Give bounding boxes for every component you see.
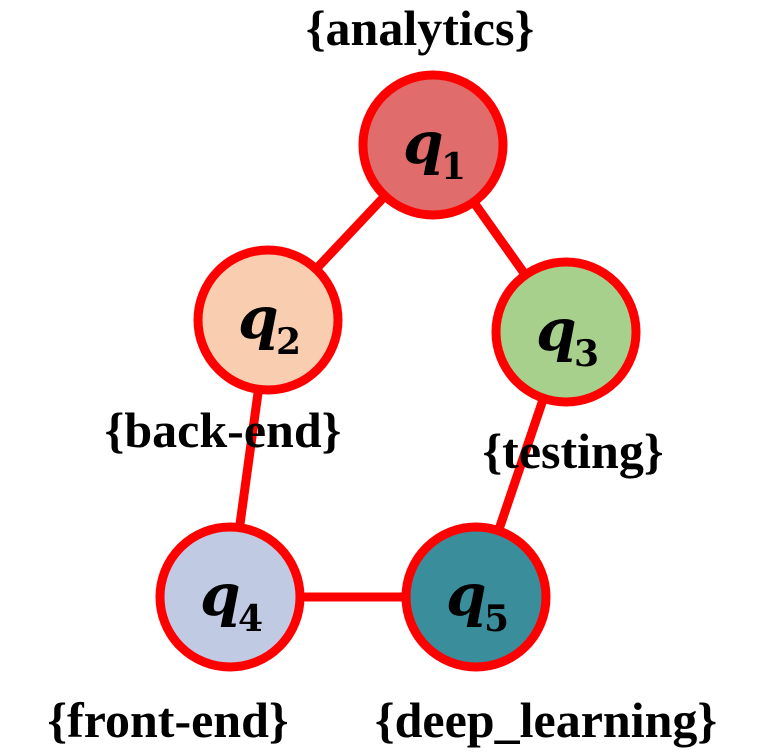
edge-q3-q5 xyxy=(494,393,548,536)
node-q2: q2 xyxy=(193,245,343,395)
node-circle-q1 xyxy=(358,70,508,220)
node-subscript-q5: 5 xyxy=(484,598,509,640)
node-symbol-q5: q xyxy=(446,561,487,629)
edge-q1-q2 xyxy=(311,191,390,274)
node-subscript-q1: 1 xyxy=(441,146,466,188)
node-circle-q3 xyxy=(491,257,641,407)
node-subscript-q2: 2 xyxy=(276,321,301,363)
node-symbol-q1: q xyxy=(403,109,444,177)
node-symbol-q4: q xyxy=(200,561,241,629)
node-label-q3: {testing} xyxy=(482,423,663,479)
node-label-q5: {deep_learning} xyxy=(375,692,717,748)
edge-layer xyxy=(235,191,548,602)
label-layer: {analytics} {back-end} {testing} {front-end… xyxy=(47,0,717,748)
node-label-q1: {analytics} xyxy=(306,0,534,56)
node-circle-q2 xyxy=(193,245,343,395)
node-label-q2: {back-end} xyxy=(105,402,342,458)
node-q3: q3 xyxy=(491,257,641,407)
node-symbol-q3: q xyxy=(536,296,577,364)
node-q1: q1 xyxy=(358,70,508,220)
node-circle-q4 xyxy=(155,522,305,672)
node-subscript-q3: 3 xyxy=(574,333,599,375)
node-circle-q5 xyxy=(401,522,551,672)
node-symbol-q2: q xyxy=(238,284,279,352)
node-q5: q5 xyxy=(401,522,551,672)
node-subscript-q4: 4 xyxy=(238,598,263,640)
edge-q2-q4 xyxy=(235,384,263,533)
edge-q1-q3 xyxy=(469,197,530,280)
node-label-q4: {front-end} xyxy=(47,692,288,748)
node-q4: q4 xyxy=(155,522,305,672)
